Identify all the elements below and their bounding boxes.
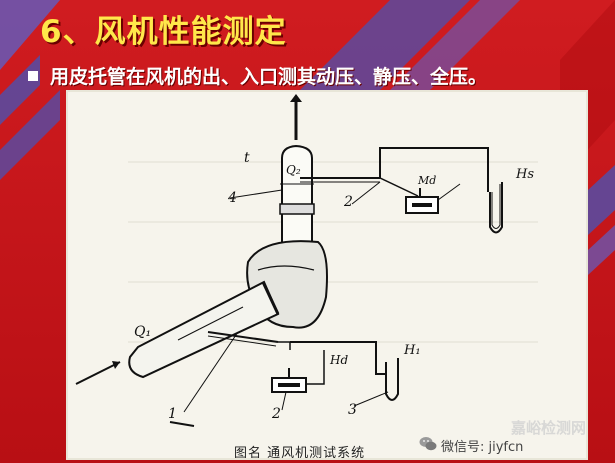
title-area: 6、风机性能测定	[0, 0, 615, 60]
bullet-text: 用皮托管在风机的出、入口测其动压、静压、全压。	[50, 66, 488, 88]
watermark-wechat-id: 微信号: jiyfcn	[441, 440, 524, 455]
wechat-icon	[419, 437, 437, 451]
label-t: t	[244, 150, 250, 166]
label-2-bottom: 2	[271, 406, 281, 422]
label-md: Md	[417, 174, 436, 187]
watermark-brand: 嘉峪检测网	[511, 419, 587, 437]
label-q2: Q₂	[286, 163, 301, 177]
bullet-point: 用皮托管在风机的出、入口测其动压、静压、全压。	[28, 62, 615, 90]
label-hd: Hd	[329, 353, 348, 367]
label-4: 4	[227, 190, 237, 206]
diagram-figure: t Q₂ Md Hs 4 2 Q₁ Hd H₁ 1 2 3 图名 通风机测试系统	[66, 90, 588, 460]
label-2-top: 2	[343, 194, 353, 210]
label-1: 1	[168, 406, 177, 422]
label-hs: Hs	[515, 167, 534, 182]
bullet-square-icon	[28, 71, 38, 81]
label-h1: H₁	[403, 343, 421, 358]
label-3: 3	[348, 402, 357, 418]
watermark: 嘉峪检测网 微信号: jiyfcn	[419, 417, 609, 457]
fan-test-system-diagram: t Q₂ Md Hs 4 2 Q₁ Hd H₁ 1 2 3	[75, 94, 538, 427]
slide-title: 6、风机性能测定	[40, 14, 287, 50]
label-q1: Q₁	[134, 324, 151, 340]
figure-caption: 图名 通风机测试系统	[234, 446, 366, 460]
